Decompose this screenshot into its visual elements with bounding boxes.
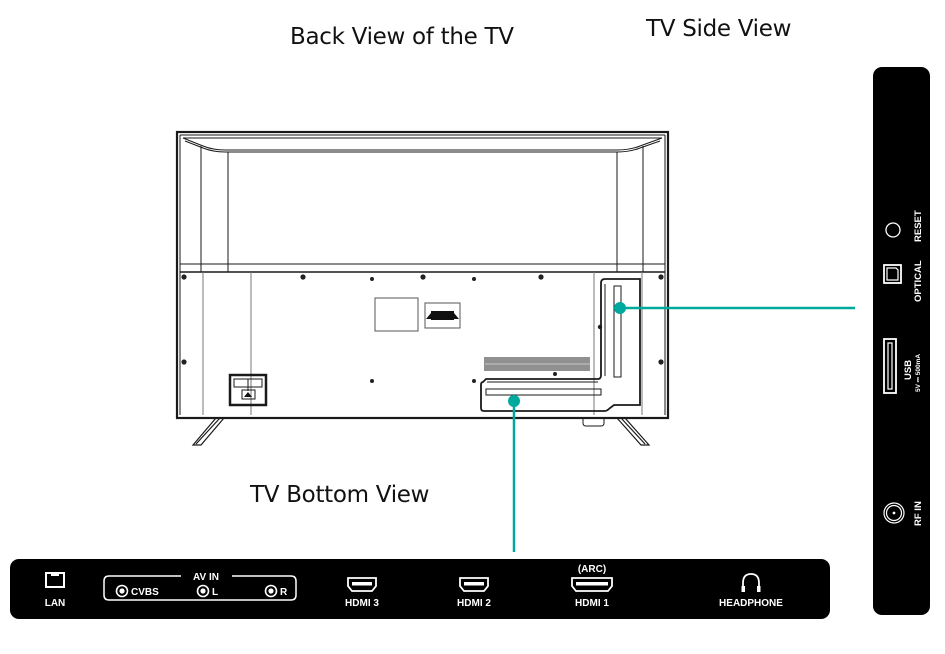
bottom-port-panel: LAN AV IN CVBS L R [10, 559, 830, 619]
rf-in-label: RF IN [913, 501, 924, 526]
av-in-group: AV IN CVBS L R [103, 572, 297, 601]
hdmi3-label: HDMI 3 [345, 598, 379, 609]
rca-jack-icon [196, 584, 210, 598]
headphone-icon [741, 573, 761, 592]
hdmi1-arc-port[interactable]: (ARC) HDMI 1 [571, 564, 613, 609]
reset-label: RESET [913, 210, 924, 242]
tv-stand-legs [191, 417, 651, 446]
usb-label: USB [903, 360, 914, 380]
hdmi3-port[interactable]: HDMI 3 [345, 577, 379, 609]
cvbs-label: CVBS [131, 587, 159, 598]
coax-port-icon [883, 502, 905, 524]
callout-lines [508, 302, 855, 552]
lan-port[interactable]: LAN [45, 572, 66, 609]
bottom-view-title: TV Bottom View [250, 482, 430, 508]
bottom-view-callout-dot [508, 395, 520, 407]
optical-label: OPTICAL [913, 260, 924, 302]
audio-right-label: R [280, 587, 288, 598]
rca-jack-icon [115, 584, 129, 598]
rf-in-port[interactable]: RF IN [883, 501, 924, 526]
hdmi2-port[interactable]: HDMI 2 [457, 577, 491, 609]
optical-port[interactable]: OPTICAL [883, 260, 924, 302]
power-socket [228, 373, 268, 407]
usb-port[interactable]: USB 5V ⎓ 500mA [883, 338, 922, 394]
cvbs-jack[interactable]: CVBS [115, 584, 160, 599]
side-view-title: TV Side View [646, 16, 792, 42]
audio-left-label: L [212, 587, 218, 598]
arc-label: (ARC) [578, 564, 606, 575]
optical-port-icon [883, 264, 902, 284]
tv-back-illustration [175, 130, 670, 446]
usb-power-rating: 5V ⎓ 500mA [915, 354, 922, 392]
hdmi-port-icon [347, 577, 377, 592]
av-in-label: AV IN [193, 572, 219, 583]
back-view-title: Back View of the TV [290, 24, 514, 50]
screw-holes [181, 274, 664, 383]
side-port-panel: RESET OPTICAL USB 5V ⎓ 500mA [873, 67, 930, 615]
side-view-callout-dot [614, 302, 626, 314]
headphone-label: HEADPHONE [719, 598, 783, 609]
lan-label: LAN [45, 598, 66, 609]
reset-button[interactable]: RESET [885, 210, 924, 242]
headphone-jack[interactable]: HEADPHONE [719, 573, 783, 609]
hdmi1-label: HDMI 1 [575, 598, 609, 609]
hdmi-port-icon [459, 577, 489, 592]
audio-right-jack[interactable]: R [264, 584, 289, 599]
audio-left-jack[interactable]: L [196, 584, 219, 599]
hdmi2-label: HDMI 2 [457, 598, 491, 609]
vent-grille [484, 357, 590, 371]
rca-jack-icon [264, 584, 278, 598]
usb-port-icon [883, 338, 897, 394]
reset-button-icon [885, 222, 901, 238]
hdmi-port-icon [571, 577, 613, 592]
